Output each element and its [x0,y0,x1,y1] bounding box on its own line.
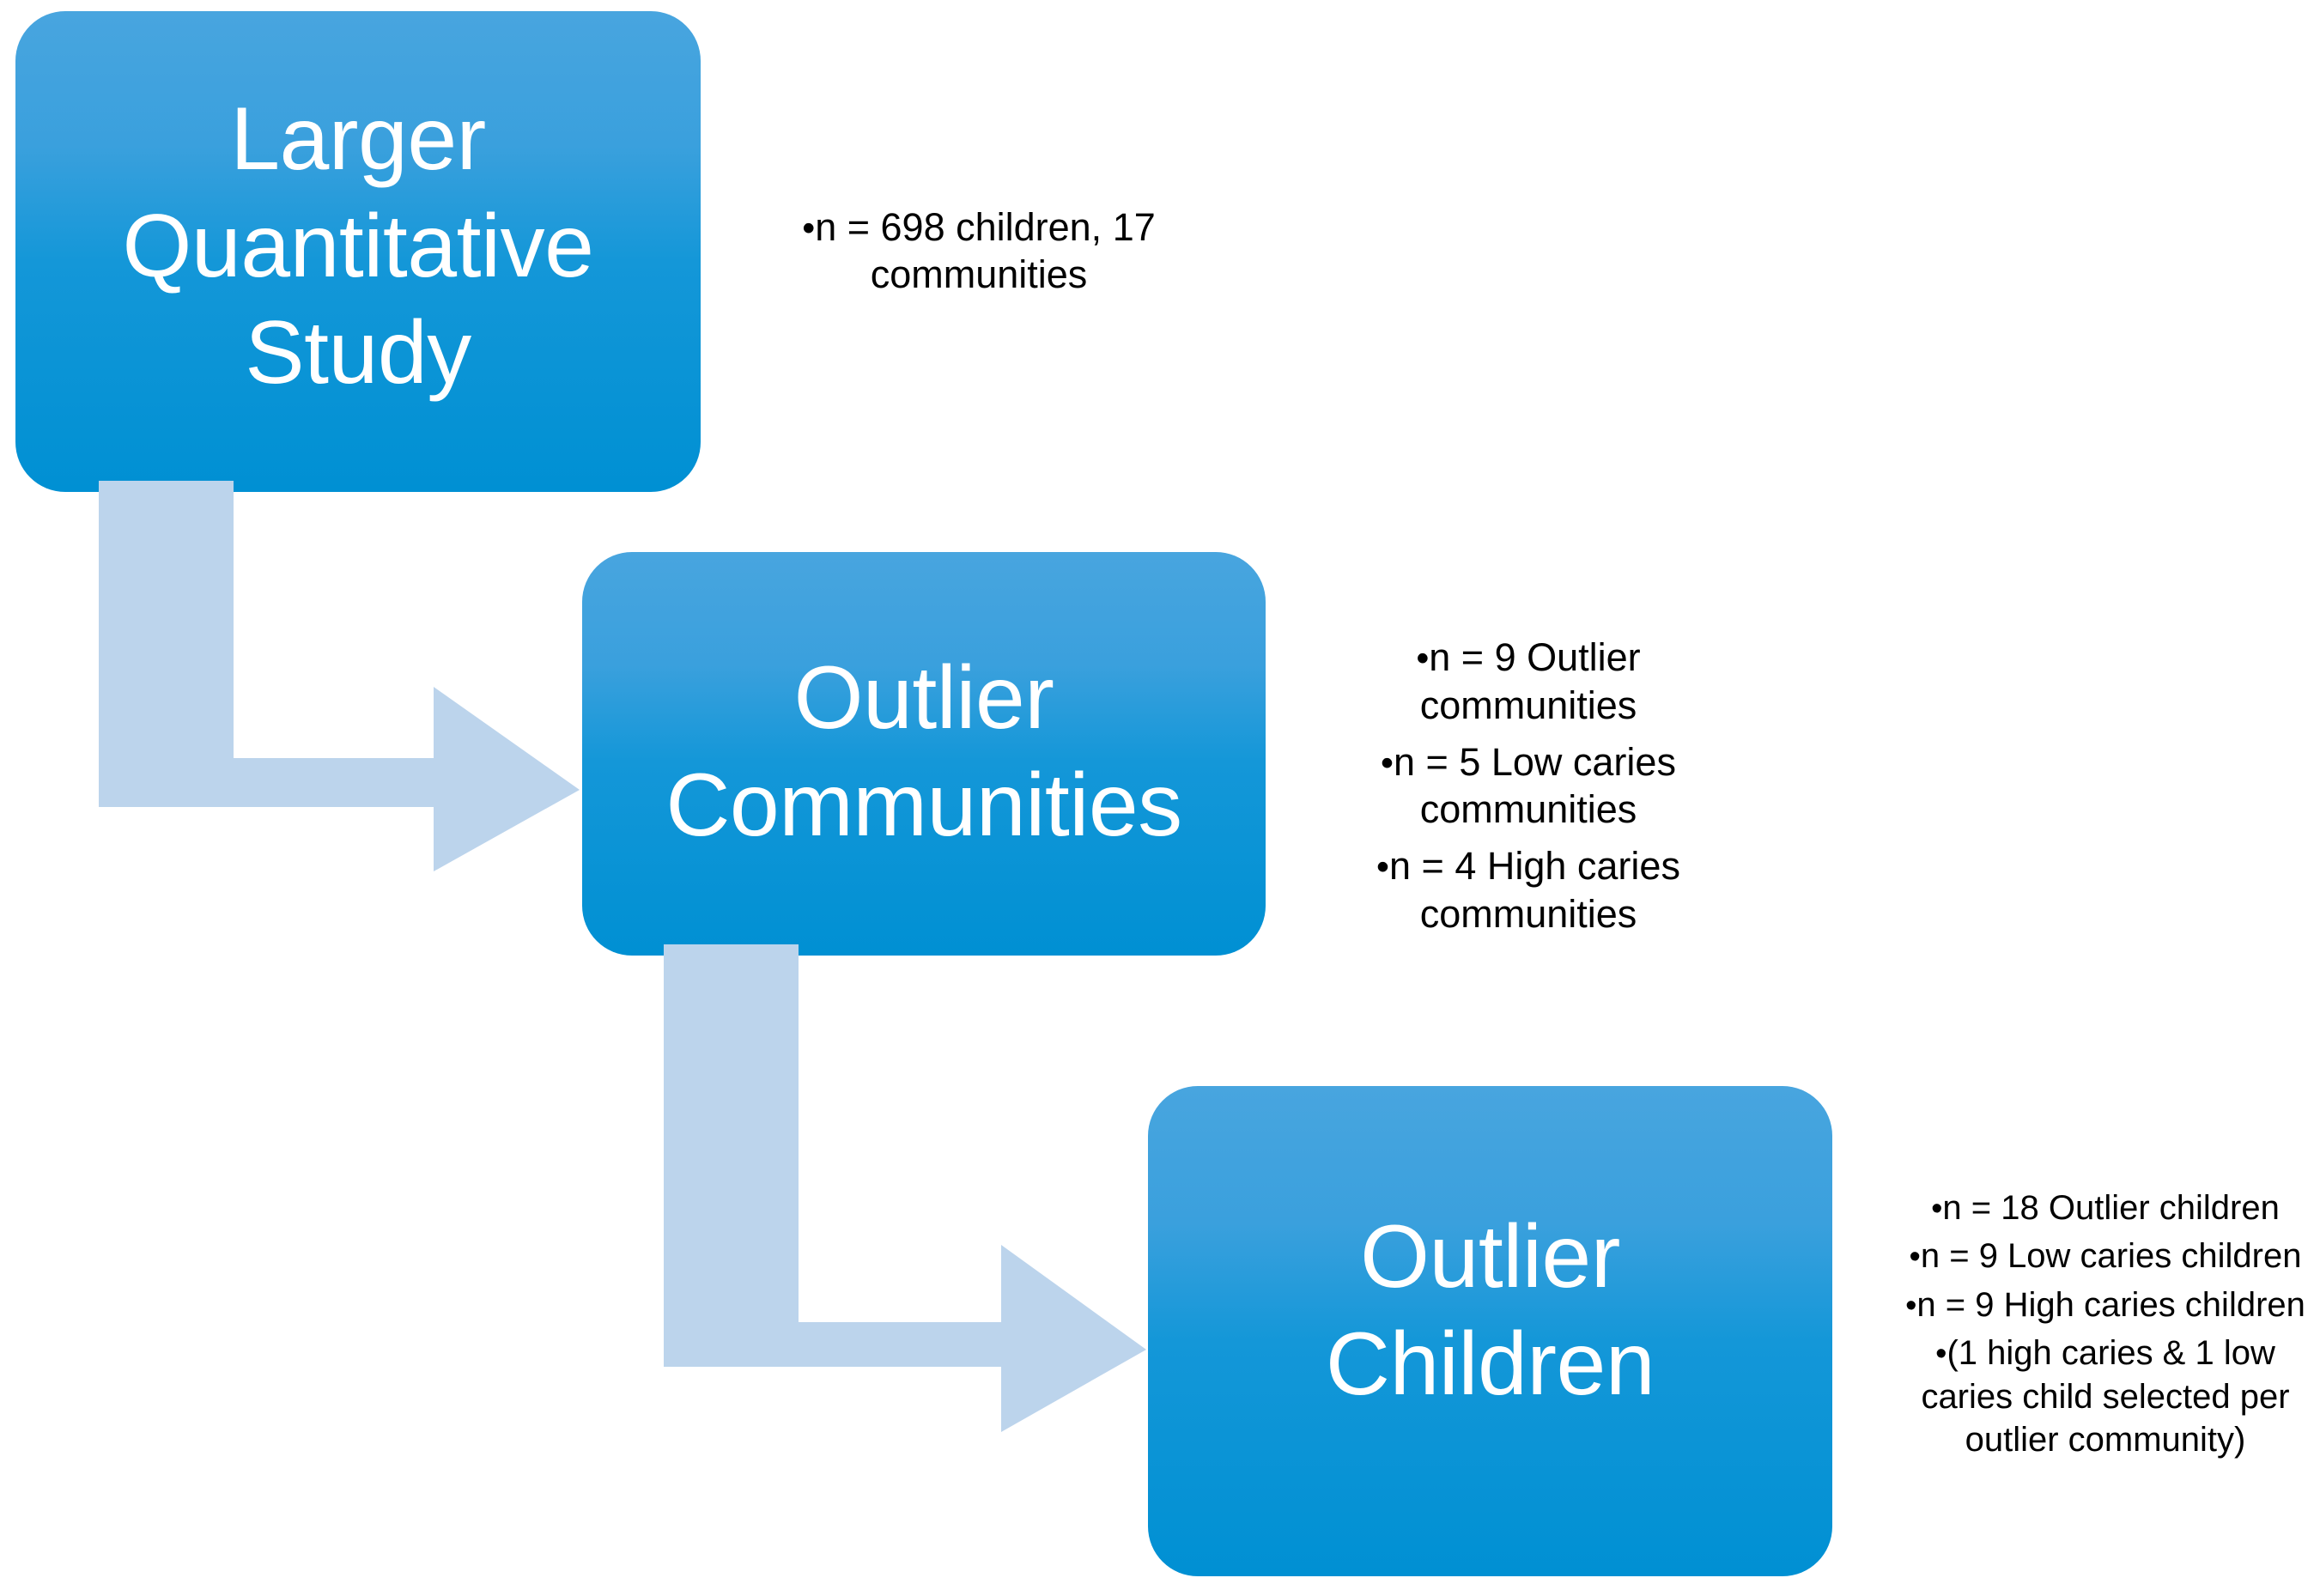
node-label-line: Larger [230,88,486,189]
node-label-line: Quantitative [122,196,595,296]
note-text: n = 9 High caries children [1916,1285,2305,1324]
node-label-stack: Larger Quantitative Study [122,86,595,407]
note-bullet: •(1 high caries & 1 low caries child sel… [1899,1332,2311,1461]
note-text: n = 9 Outlier communities [1419,635,1641,727]
notes-larger-quantitative-study: •n = 698 children, 17 communities [777,204,1181,299]
node-label-line: Children [1325,1314,1655,1414]
bullet-icon: • [1935,1336,1947,1373]
note-bullet: •n = 4 High caries communities [1357,842,1700,938]
note-bullet: •n = 5 Low caries communities [1357,738,1700,834]
note-bullet: •n = 9 High caries children [1899,1283,2311,1326]
note-text: n = 4 High caries communities [1389,844,1680,936]
note-bullet: •n = 698 children, 17 communities [777,204,1181,299]
node-label-stack: Outlier Children [1326,1204,1655,1418]
note-text: n = 5 Low caries communities [1394,739,1676,832]
node-outlier-communities[interactable]: Outlier Communities [582,552,1266,956]
bullet-icon: • [1909,1239,1921,1276]
node-label-stack: Outlier Communities [665,645,1182,859]
note-text: n = 698 children, 17 communities [815,205,1156,296]
bullet-icon: • [1416,638,1430,679]
note-text: (1 high caries & 1 low caries child sele… [1921,1334,2290,1459]
note-bullet: •n = 18 Outlier children [1899,1186,2311,1229]
node-label-line: Study [245,303,471,404]
note-text: n = 18 Outlier children [1942,1189,2280,1227]
bullet-icon: • [1931,1191,1943,1227]
node-outlier-children[interactable]: Outlier Children [1148,1086,1832,1576]
bullet-icon: • [1905,1287,1917,1324]
arrow-communities-to-children-icon [659,944,1151,1435]
node-label-line: Outlier [1360,1206,1620,1307]
note-text: n = 9 Low caries children [1920,1237,2302,1276]
note-bullet: •n = 9 Outlier communities [1357,634,1700,730]
notes-outlier-communities: •n = 9 Outlier communities •n = 5 Low ca… [1357,634,1700,947]
node-larger-quantitative-study[interactable]: Larger Quantitative Study [15,11,701,492]
bullet-icon: • [1381,742,1394,784]
node-label-line: Communities [665,756,1182,855]
node-label-line: Outlier [793,648,1054,749]
note-bullet: •n = 9 Low caries children [1899,1235,2311,1277]
bullet-icon: • [1376,847,1390,889]
bullet-icon: • [802,208,816,249]
arrow-study-to-communities-icon [94,481,584,876]
notes-outlier-children: •n = 18 Outlier children •n = 9 Low cari… [1899,1186,2311,1466]
